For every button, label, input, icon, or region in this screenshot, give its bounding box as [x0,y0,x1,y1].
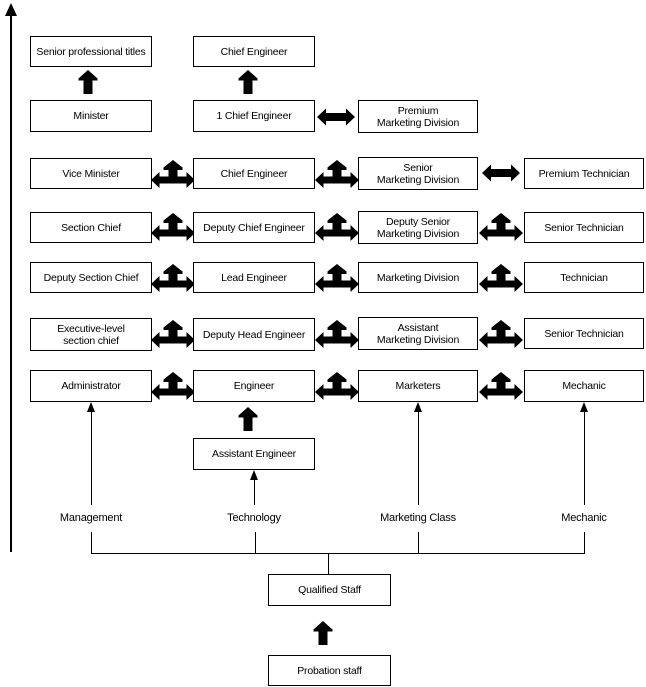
three-way-arrow-icon [150,371,196,403]
three-way-arrow-icon [314,319,360,351]
track-label-mechanic: Mechanic [561,512,607,524]
promotion-arrow-line [584,411,585,505]
track-label-management: Management [59,512,123,524]
node-senior-technician-upper: Senior Technician [524,212,644,243]
connector-line [328,553,329,574]
three-way-arrow-icon [150,212,196,244]
node-executive-level-section-chief: Executive-level section chief [30,318,152,351]
connector-line [418,532,419,553]
three-way-arrow-icon [150,159,196,191]
track-label-technology: Technology [227,512,281,524]
node-minister: Minister [30,100,152,132]
promotion-arrow-head-icon [86,402,95,412]
three-way-arrow-icon [150,263,196,295]
node-mechanic: Mechanic [524,370,644,402]
three-way-arrow-icon [478,263,524,295]
node-premium-marketing-division: Premium Marketing Division [358,100,478,133]
node-first-chief-engineer: 1 Chief Engineer [193,100,315,132]
node-marketers: Marketers [358,370,478,402]
three-way-arrow-icon [314,263,360,295]
three-way-arrow-icon [478,371,524,403]
three-way-arrow-icon [150,319,196,351]
connector-line [255,532,256,553]
node-assistant-marketing-division: Assistant Marketing Division [358,317,478,350]
node-engineer: Engineer [193,370,315,402]
three-way-arrow-icon [314,371,360,403]
three-way-arrow-icon [478,319,524,351]
node-vice-minister: Vice Minister [30,158,152,189]
connector-line [91,553,585,554]
axis-arrow-line [10,15,12,552]
node-chief-engineer: Chief Engineer [193,158,315,189]
connector-line [91,532,92,553]
promotion-arrow-line [91,411,92,505]
up-arrow-icon [312,620,334,646]
double-arrow-icon [316,105,356,129]
three-way-arrow-icon [314,212,360,244]
promotion-arrow-head-icon [249,470,258,480]
node-chief-engineer-top: Chief Engineer [193,36,315,67]
node-section-chief: Section Chief [30,212,152,243]
node-deputy-chief-engineer: Deputy Chief Engineer [193,212,315,243]
node-deputy-senior-marketing-division: Deputy Senior Marketing Division [358,211,478,244]
node-premium-technician: Premium Technician [524,158,644,189]
up-arrow-icon [237,69,259,95]
node-senior-technician-lower: Senior Technician [524,318,644,349]
node-administrator: Administrator [30,370,152,402]
promotion-arrow-line [254,479,255,505]
double-arrow-icon [481,161,521,185]
node-senior-marketing-division: Senior Marketing Division [358,157,478,190]
node-lead-engineer: Lead Engineer [193,262,315,293]
promotion-arrow-head-icon [579,402,588,412]
up-arrow-icon [77,69,99,95]
promotion-arrow-line [418,411,419,505]
node-deputy-head-engineer: Deputy Head Engineer [193,318,315,351]
node-technician: Technician [524,262,644,293]
three-way-arrow-icon [478,212,524,244]
promotion-arrow-head-icon [413,402,422,412]
node-deputy-section-chief: Deputy Section Chief [30,262,152,293]
node-assistant-engineer: Assistant Engineer [193,438,315,470]
connector-line [584,532,585,553]
track-label-marketing-class: Marketing Class [380,512,456,524]
node-senior-professional-titles: Senior professional titles [30,36,152,67]
axis-arrow-head-icon [5,3,17,16]
node-marketing-division: Marketing Division [358,262,478,293]
node-qualified-staff: Qualified Staff [268,574,391,606]
node-probation-staff: Probation staff [268,655,391,686]
three-way-arrow-icon [314,159,360,191]
up-arrow-icon [237,406,259,432]
